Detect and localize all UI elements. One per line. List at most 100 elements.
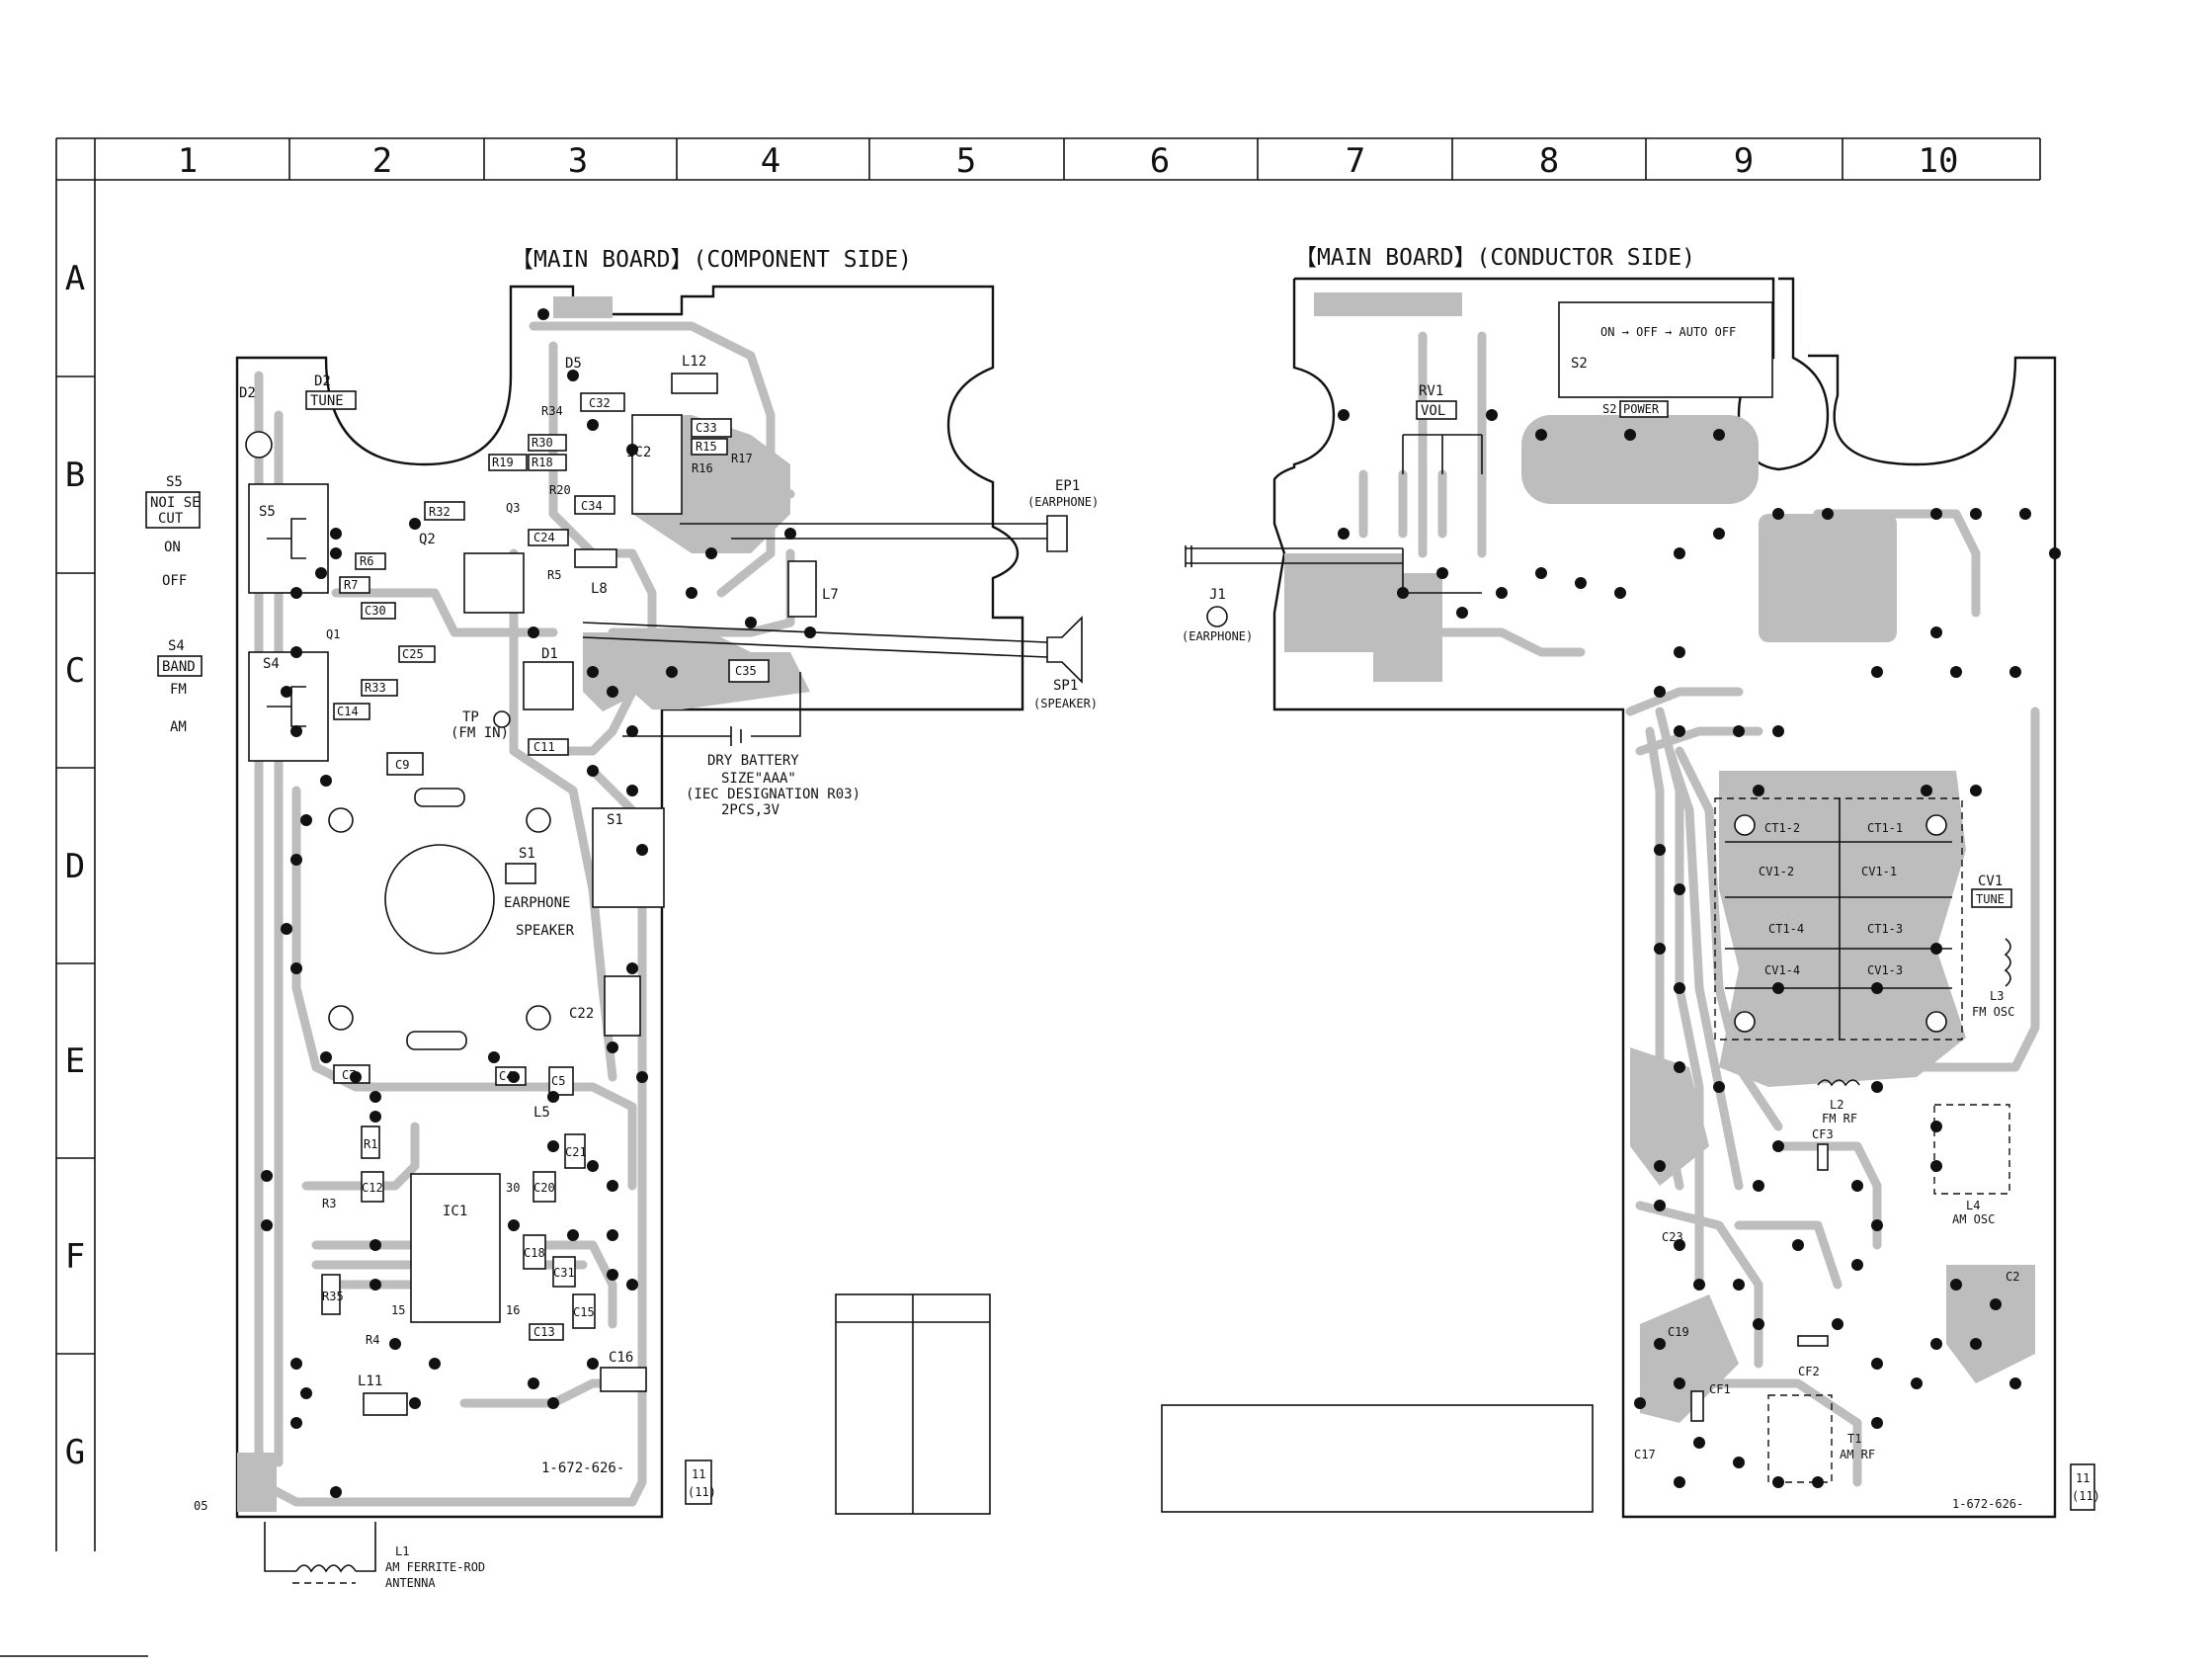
solder-pad <box>281 923 292 935</box>
component-side-pads <box>261 308 816 1498</box>
solder-pad <box>626 444 638 456</box>
grid-col-8: 8 <box>1539 141 1559 181</box>
solder-pad <box>547 1397 559 1409</box>
solder-pad <box>369 1111 381 1123</box>
d5-label: D5 <box>565 356 582 372</box>
cv1-4-label: CV1-4 <box>1764 963 1800 977</box>
solder-pad <box>1713 528 1725 540</box>
s4-am-label: AM <box>170 719 187 735</box>
solder-pad <box>1970 1338 1982 1350</box>
solder-pad <box>626 725 638 737</box>
solder-pad <box>1970 508 1982 520</box>
s2-power-switch-area <box>1558 301 1773 398</box>
ep1-label: EP1 <box>1055 478 1080 494</box>
solder-pad <box>1930 943 1942 955</box>
solder-pad <box>409 1397 421 1409</box>
solder-pad <box>1496 587 1508 599</box>
s5-noise-cut-switch-area <box>248 483 329 594</box>
c14-label: C14 <box>337 705 359 718</box>
grid-col-3: 3 <box>568 141 588 181</box>
grid-col-9: 9 <box>1734 141 1754 181</box>
grid-col-1: 1 <box>178 141 198 181</box>
ic1-pin16: 16 <box>506 1303 520 1317</box>
component-side-board: 【MAIN BOARD】(COMPONENT SIDE) <box>145 247 1099 1590</box>
s5-cut-label: CUT <box>158 511 184 527</box>
s2-power-box <box>1619 400 1669 418</box>
solder-pad <box>1753 1180 1764 1192</box>
solder-pad <box>1674 1061 1685 1073</box>
c21-label: C21 <box>565 1145 587 1159</box>
solder-pad <box>1674 547 1685 559</box>
ct1-3-label: CT1-3 <box>1867 922 1903 936</box>
s2-power-part: S2 <box>1602 402 1616 416</box>
center-reference-table <box>835 1293 991 1515</box>
solder-pad <box>626 785 638 796</box>
solder-pad <box>1654 1200 1666 1211</box>
l8-coil <box>574 548 617 568</box>
solder-pad <box>1654 844 1666 856</box>
grid-column-labels: 1 2 3 4 5 6 7 8 9 10 <box>178 141 1959 181</box>
solder-pad <box>537 308 549 320</box>
ic2-chip <box>631 414 683 515</box>
solder-pad <box>1654 686 1666 698</box>
ic1-chip <box>410 1173 501 1323</box>
cv1-tune-label: TUNE <box>1976 892 2005 906</box>
solder-pad <box>290 587 302 599</box>
solder-pad <box>1911 1377 1923 1389</box>
solder-pad <box>320 1051 332 1063</box>
solder-pad <box>1397 587 1409 599</box>
solder-pad <box>784 528 796 540</box>
conductor-note-box <box>1161 1404 1594 1513</box>
cf3-label: CF3 <box>1812 1127 1834 1141</box>
l1-name-1: AM FERRITE-ROD <box>385 1560 485 1574</box>
solder-pad <box>607 1180 618 1192</box>
solder-pad <box>1871 666 1883 678</box>
ct1-1-label: CT1-1 <box>1867 821 1903 835</box>
solder-pad <box>320 775 332 787</box>
cf3-filter <box>1817 1143 1829 1171</box>
t1-am-rf-outline <box>1767 1394 1833 1483</box>
solder-pad <box>1674 725 1685 737</box>
tp-label: TP <box>462 709 479 725</box>
solder-pad <box>636 1071 648 1083</box>
l1-antenna-coil <box>264 1522 376 1584</box>
cf1-label: CF1 <box>1709 1382 1731 1396</box>
solder-pad <box>1693 1279 1705 1291</box>
cv1-1-label: CV1-1 <box>1861 865 1897 878</box>
solder-pad <box>1436 567 1448 579</box>
c2-label: C2 <box>2006 1270 2019 1284</box>
solder-pad <box>1338 409 1350 421</box>
c12-label: C12 <box>362 1181 383 1195</box>
c17-label: C17 <box>1634 1448 1656 1461</box>
solder-pad <box>745 617 757 628</box>
conductor-rev-bottom: (11) <box>2072 1489 2100 1503</box>
component-board-number: 1-672-626- <box>541 1460 624 1476</box>
solder-pad <box>2019 508 2031 520</box>
sp1-name: (SPEAKER) <box>1033 697 1098 710</box>
solder-pad <box>2009 666 2021 678</box>
d2-tune-label: TUNE <box>310 393 344 409</box>
c9-label: C9 <box>395 758 409 772</box>
solder-pad <box>1614 587 1626 599</box>
d2-label: D2 <box>239 385 256 401</box>
solder-pad <box>528 1377 539 1389</box>
solder-pad <box>1930 1338 1942 1350</box>
solder-pad <box>1990 1298 2002 1310</box>
j1-name: (EARPHONE) <box>1182 629 1253 643</box>
solder-pad <box>1753 785 1764 796</box>
l5-label: L5 <box>533 1105 550 1121</box>
solder-pad <box>409 518 421 530</box>
s4-part-label: S4 <box>263 656 280 672</box>
solder-pad <box>1733 725 1745 737</box>
c18-label: C18 <box>524 1246 545 1260</box>
l7-coil <box>787 560 817 618</box>
solder-pad <box>686 587 697 599</box>
c5-label: C5 <box>551 1074 565 1088</box>
r16-label: R16 <box>692 461 713 475</box>
solder-pad <box>1674 982 1685 994</box>
solder-pad <box>587 1358 599 1370</box>
q1-label: Q1 <box>326 627 340 641</box>
c15-label: C15 <box>573 1305 595 1319</box>
solder-pad <box>1772 1476 1784 1488</box>
